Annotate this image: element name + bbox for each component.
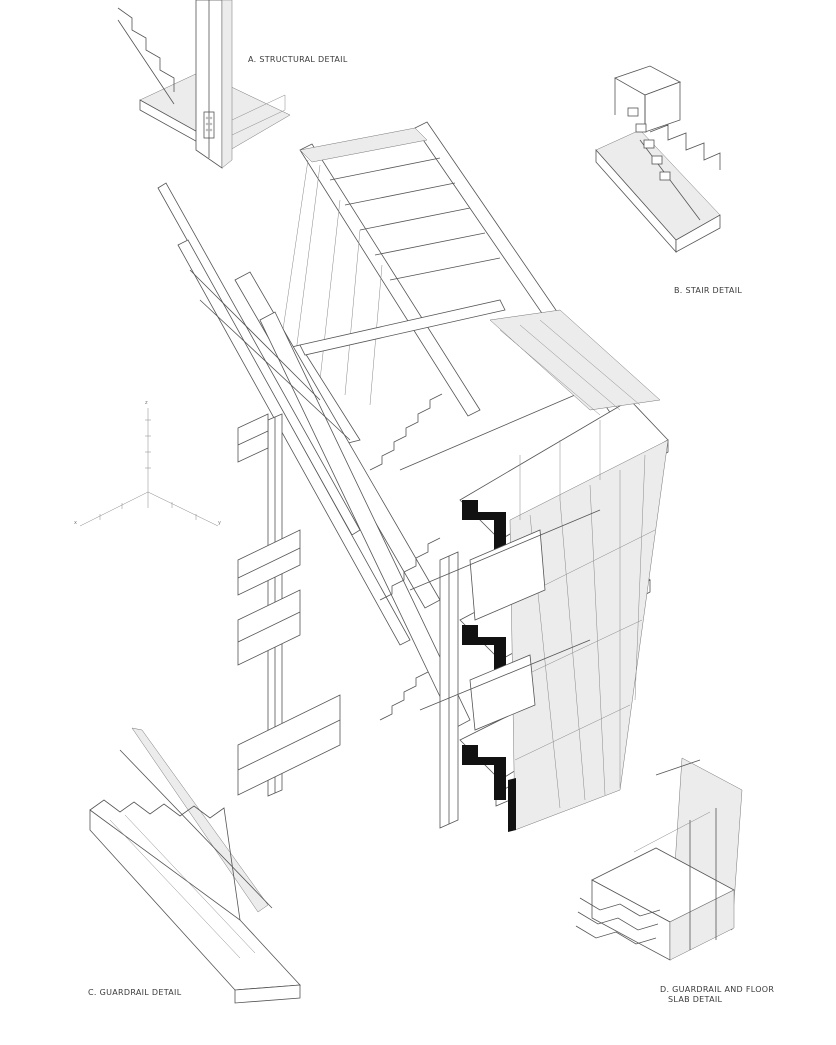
stair-detail xyxy=(595,65,721,254)
caption-floor-slab-line1: D. GUARDRAIL AND FLOOR xyxy=(660,985,775,994)
diagonal-braces xyxy=(157,182,471,729)
caption-floor-slab-detail: D. GUARDRAIL AND FLOOR SLAB DETAIL xyxy=(660,985,774,1005)
axis-label-y: y xyxy=(218,520,221,526)
caption-structural-detail: A. STRUCTURAL DETAIL xyxy=(248,55,348,64)
axis-label-x: x xyxy=(74,520,77,526)
floor-slab-detail xyxy=(575,757,743,961)
caption-floor-slab-line2: SLAB DETAIL xyxy=(668,995,723,1004)
axis-gizmo xyxy=(79,408,219,527)
caption-stair-detail: B. STAIR DETAIL xyxy=(674,286,743,295)
caption-guardrail-detail: C. GUARDRAIL DETAIL xyxy=(88,988,182,997)
structural-detail xyxy=(117,0,291,169)
i-beams xyxy=(237,413,341,796)
stair-tower xyxy=(157,121,669,832)
stair-flights xyxy=(369,309,661,731)
axis-label-z: z xyxy=(145,400,148,406)
guardrail-detail xyxy=(89,727,301,1004)
